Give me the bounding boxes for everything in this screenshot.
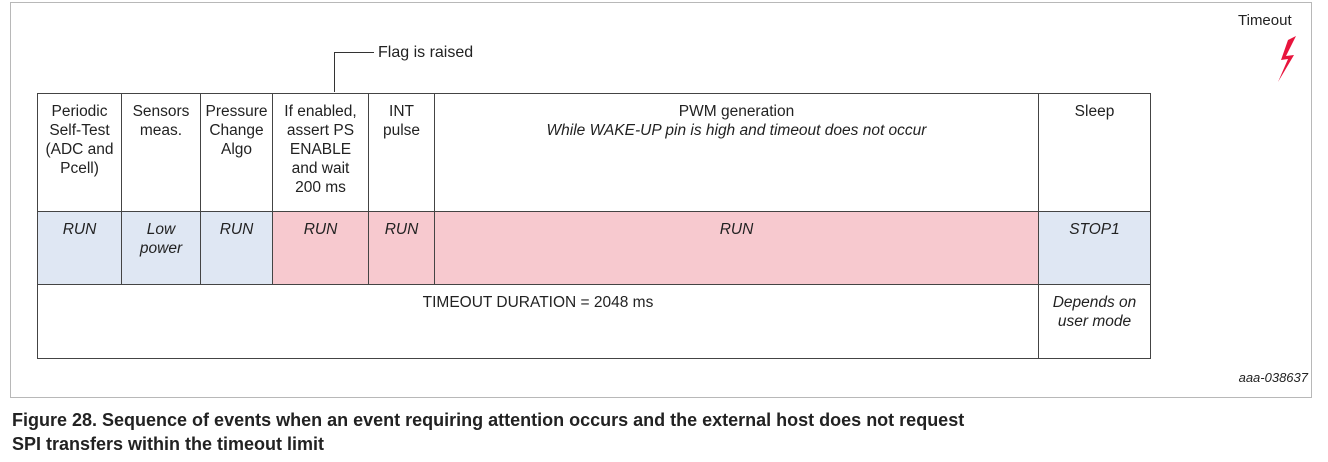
phase-row: Periodic Self-Test (ADC and Pcell) Senso… <box>37 93 1151 212</box>
mode-cell: RUN <box>200 211 273 285</box>
phase-sleep: Sleep <box>1038 93 1151 212</box>
mode-cell: RUN <box>37 211 122 285</box>
flag-pointer-horizontal <box>334 52 374 53</box>
figure-id-tag: aaa-038637 <box>1238 370 1308 385</box>
timeout-duration: TIMEOUT DURATION = 2048 ms <box>37 284 1039 359</box>
mode-cell: RUN <box>368 211 435 285</box>
mode-cell: RUN <box>272 211 369 285</box>
flag-raised-label: Flag is raised <box>378 44 474 61</box>
diagram-frame <box>10 2 1312 398</box>
phase-self-test: Periodic Self-Test (ADC and Pcell) <box>37 93 122 212</box>
mode-row: RUN Low power RUN RUN RUN RUN STOP1 <box>37 211 1151 285</box>
timeout-label: Timeout <box>1238 12 1292 29</box>
flag-pointer-vertical <box>334 52 335 92</box>
mode-cell: STOP1 <box>1038 211 1151 285</box>
caption-line-2: SPI transfers within the timeout limit <box>12 434 325 454</box>
duration-row: TIMEOUT DURATION = 2048 ms Depends on us… <box>37 284 1151 359</box>
figure-caption: Figure 28. Sequence of events when an ev… <box>12 408 964 456</box>
phase-pwm-generation: PWM generation While WAKE-UP pin is high… <box>434 93 1039 212</box>
caption-line-1: Figure 28. Sequence of events when an ev… <box>12 410 965 430</box>
mode-cell: RUN <box>434 211 1039 285</box>
phase-ps-enable: If enabled, assert PS ENABLE and wait 20… <box>272 93 369 212</box>
mode-cell: Low power <box>121 211 201 285</box>
phase-sensors-meas: Sensors meas. <box>121 93 201 212</box>
event-sequence-table: Periodic Self-Test (ADC and Pcell) Senso… <box>37 93 1151 359</box>
pwm-note: While WAKE-UP pin is high and timeout do… <box>546 122 927 139</box>
pwm-title: PWM generation <box>678 103 795 120</box>
lightning-bolt-icon <box>1278 36 1296 82</box>
phase-int-pulse: INT pulse <box>368 93 435 212</box>
phase-pressure-change: Pressure Change Algo <box>200 93 273 212</box>
sleep-duration: Depends on user mode <box>1038 284 1151 359</box>
